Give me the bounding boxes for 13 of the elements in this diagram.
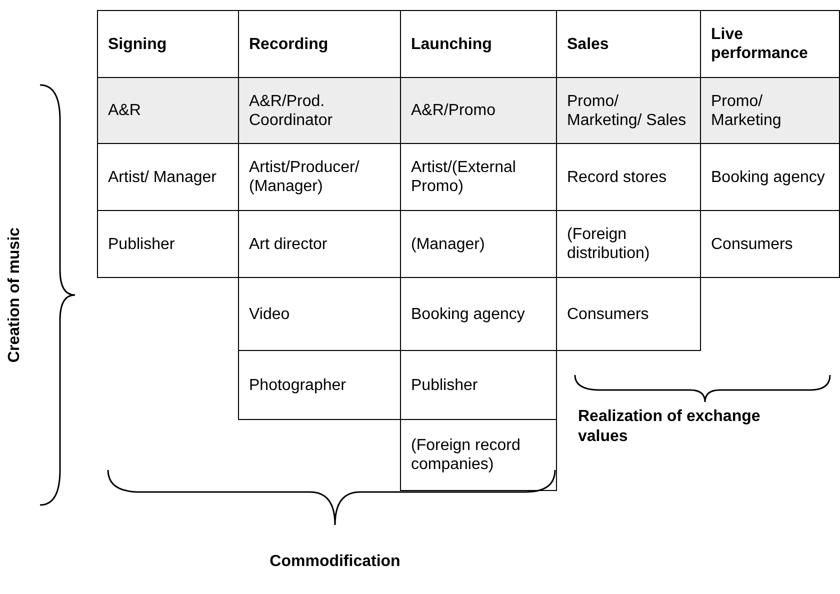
table-cell: A&R/Prod. Coordinator [238, 77, 401, 144]
table-cell: Consumers [700, 210, 840, 278]
brace-label: Creation of music [5, 226, 24, 365]
table-cell: (Foreign record companies) [400, 419, 557, 491]
table-cell: Publisher [97, 210, 239, 278]
table-cell: A&R/Promo [400, 77, 557, 144]
table-cell: Promo/ Marketing [700, 77, 840, 144]
brace-label: Commodification [268, 552, 402, 572]
table-cell: Promo/ Marketing/ Sales [556, 77, 701, 144]
table-cell: A&R [97, 77, 239, 144]
brace-label: Realization of exchange values [578, 407, 762, 447]
table-cell: Photographer [238, 350, 401, 420]
table-cell: Consumers [556, 277, 701, 351]
